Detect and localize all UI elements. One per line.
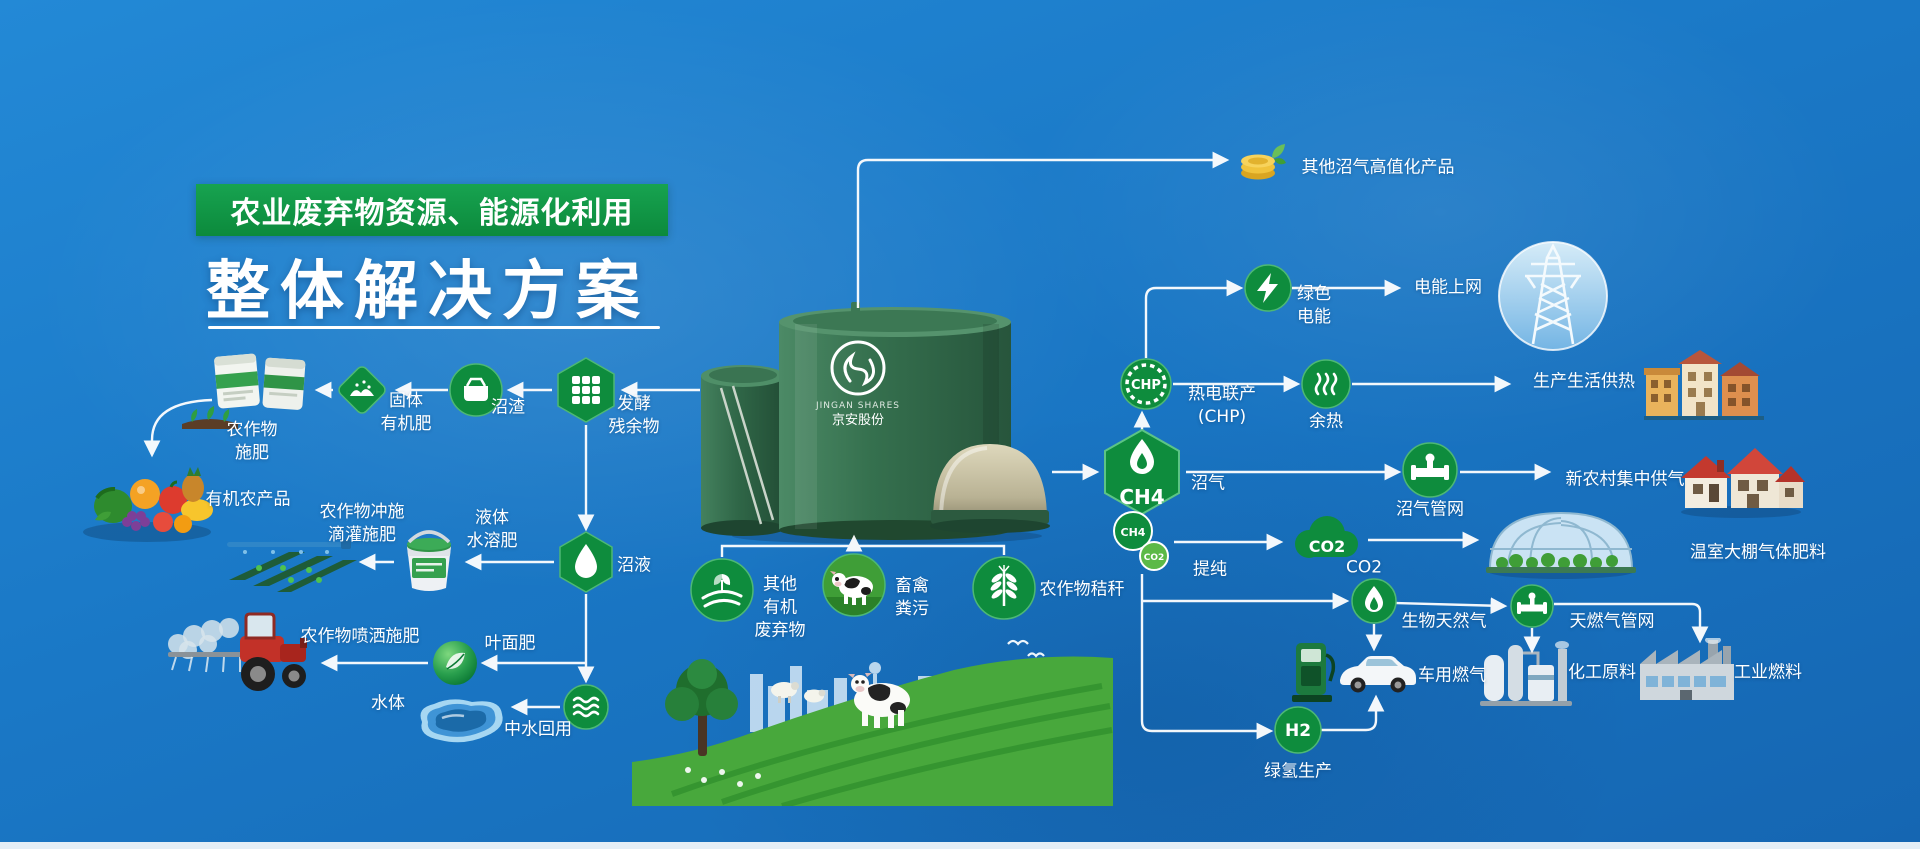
co2-cloud-text: CO2 [1309, 537, 1345, 556]
lightning-bolt-icon [1244, 264, 1292, 312]
water-reuse-icon [563, 684, 609, 730]
bio-natural-gas-flame-icon [1351, 578, 1397, 624]
label-chp: 热电联产 (CHP) [1188, 384, 1256, 427]
label-organic-products: 有机农产品 [205, 489, 291, 510]
label-high-value-products: 其他沼气高值化产品 [1301, 157, 1455, 178]
chp-text: CHP [1131, 378, 1161, 393]
title-banner: 农业废弃物资源、能源化利用 [196, 184, 668, 236]
label-liquid-fertilizer: 液体 水溶肥 [466, 508, 518, 551]
label-biogas-residue: 沼渣 [491, 397, 525, 418]
biogas-pipeline-icon [1402, 442, 1458, 498]
label-gas-pipeline: 天燃气管网 [1569, 611, 1655, 632]
label-vehicle-gas: 车用燃气 [1418, 665, 1486, 686]
solid-fertilizer-icon [333, 361, 391, 419]
car-illustration [1336, 652, 1420, 698]
label-waste-heat: 余热 [1309, 411, 1343, 432]
label-biogas: 沼气 [1191, 473, 1225, 494]
farm-landscape-illustration [632, 634, 1114, 810]
spray-tractor-illustration [162, 602, 316, 702]
drip-irrigation-illustration [225, 530, 357, 598]
label-biogas-pipeline: 沼气管网 [1396, 499, 1464, 520]
biogas-dome [933, 444, 1047, 520]
high-value-products-coins-icon [1236, 137, 1288, 183]
greenhouse-illustration [1482, 493, 1640, 585]
banner-text: 农业废弃物资源、能源化利用 [230, 196, 634, 231]
label-green-hydrogen: 绿氢生产 [1264, 761, 1332, 782]
label-purification: 提纯 [1193, 559, 1227, 580]
label-other-organic-waste: 其他 有机 废弃物 [754, 574, 806, 641]
label-greenhouse-fertilizer: 温室大棚气体肥料 [1690, 542, 1826, 563]
label-co2: CO2 [1345, 557, 1383, 578]
fermentation-residue-icon [555, 356, 617, 424]
rural-houses-illustration [1677, 440, 1805, 522]
label-water-reuse: 中水回用 [504, 719, 572, 740]
foliar-fertilizer-sphere-icon [431, 639, 479, 687]
purification-ch4-co2-icon: CH4 CO2 [1108, 510, 1176, 578]
cow [848, 673, 910, 728]
label-solid-fertilizer: 固体 有机肥 [380, 391, 432, 434]
ch4-text: CH4 [1119, 485, 1164, 509]
fertilizer-bags-illustration [210, 345, 312, 415]
label-industrial-fuel: 工业燃料 [1734, 662, 1802, 683]
chp-gear-icon: CHP [1120, 358, 1172, 410]
organic-produce-illustration [75, 450, 221, 550]
bottom-edge-strip [0, 842, 1920, 849]
h2-hydrogen-icon: H2 [1274, 706, 1322, 754]
co2-cloud-icon: CO2 [1285, 510, 1367, 566]
label-water-body: 水体 [371, 693, 405, 714]
label-crop-straw: 农作物秸秆 [1039, 579, 1125, 600]
label-livestock-manure: 畜禽 粪污 [895, 576, 929, 619]
water-pond-illustration [414, 694, 506, 758]
waste-heat-icon [1301, 359, 1351, 409]
seedlings-illustration [180, 402, 240, 434]
label-biogas-slurry: 沼液 [617, 555, 651, 576]
chemical-plant-illustration [1480, 635, 1574, 711]
label-rural-gas-supply: 新农村集中供气 [1565, 469, 1685, 490]
label-chemical-materials: 化工原料 [1568, 662, 1636, 683]
label-green-power: 绿色 电能 [1297, 284, 1331, 327]
label-spray-fertilize: 农作物喷洒施肥 [300, 626, 420, 647]
purify-co2-text: CO2 [1144, 553, 1165, 563]
label-crop-fertilize: 农作物 施肥 [226, 420, 278, 463]
label-bio-natural-gas: 生物天然气 [1401, 611, 1487, 632]
heat-supply-buildings-illustration [1644, 348, 1766, 426]
label-heat-supply: 生产生活供热 [1533, 371, 1635, 392]
biogas-slurry-droplet-icon [557, 530, 615, 594]
company-name-en: JINGAN SHARES [815, 401, 900, 411]
title-underline [208, 326, 660, 329]
purify-ch4-text: CH4 [1121, 526, 1146, 539]
digester-tanks-illustration: JINGAN SHARES 京安股份 [687, 296, 1053, 548]
label-flush-drip: 农作物冲施 滴灌施肥 [319, 502, 405, 545]
tree [698, 708, 707, 756]
birds-icon [1007, 639, 1045, 658]
label-fermentation-residue: 发酵 残余物 [608, 394, 660, 437]
other-organic-waste-icon [690, 558, 754, 622]
natural-gas-pipeline-icon [1510, 584, 1554, 628]
crop-straw-icon [972, 556, 1036, 620]
ch4-biogas-hexagon-icon: CH4 [1100, 427, 1184, 517]
livestock-manure-icon [822, 553, 886, 617]
page-title: 整体解决方案 [206, 255, 650, 329]
h2-text: H2 [1285, 721, 1311, 741]
label-foliar-fertilizer: 叶面肥 [484, 633, 536, 654]
factory-illustration [1638, 636, 1740, 708]
label-power-grid: 电能上网 [1414, 277, 1482, 298]
fertilizer-bucket-illustration [397, 526, 461, 600]
company-logo-icon [830, 340, 886, 396]
transmission-tower-illustration [1497, 240, 1609, 356]
gas-pump-illustration [1290, 639, 1336, 709]
biogas-residue-icon [449, 363, 503, 417]
company-name-cn: 京安股份 [832, 413, 884, 428]
sheep [771, 682, 826, 703]
